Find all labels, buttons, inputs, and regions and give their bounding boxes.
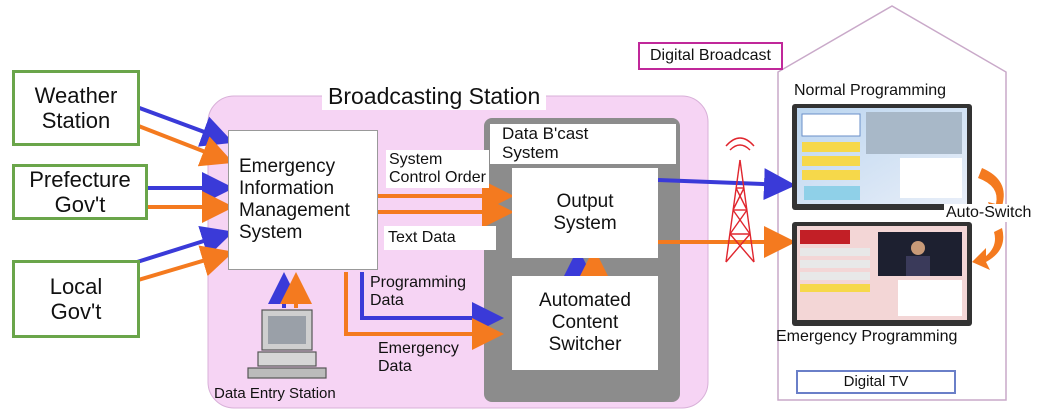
source-arrows xyxy=(117,98,234,288)
broadcast-tower-icon xyxy=(725,137,755,263)
data-bcast-system-label: Data B'cast System xyxy=(502,124,589,163)
emergency-programming-label: Emergency Programming xyxy=(776,328,958,345)
computer-icon xyxy=(247,309,327,379)
programming-data-label: Programming Data xyxy=(370,274,467,309)
data-bcast-label-bg xyxy=(490,124,676,164)
normal-programming-screen xyxy=(792,104,972,210)
automated-content-switcher-box: Automated Content Switcher xyxy=(512,276,658,370)
system-control-order-label: System Control Order xyxy=(386,150,489,188)
data-paths xyxy=(344,272,504,350)
emergency-information-management-system: Emergency Information Management System xyxy=(228,130,378,270)
broadcasting-station-title: Broadcasting Station xyxy=(322,83,547,110)
data-entry-arrows xyxy=(268,272,312,308)
prefecture-govt-box: Prefecture Gov't xyxy=(12,164,148,220)
weather-station-box: Weather Station xyxy=(12,70,140,146)
switcher-output-arrows xyxy=(562,248,610,280)
digital-tv-label: Digital TV xyxy=(796,370,956,394)
emergency-data-label: Emergency Data xyxy=(378,340,459,375)
local-govt-box: Local Gov't xyxy=(12,260,140,338)
emergency-programming-screen xyxy=(792,222,972,326)
eims-output-arrows xyxy=(378,180,514,228)
text-data-label: Text Data xyxy=(384,226,496,250)
output-system-box: Output System xyxy=(512,168,658,258)
digital-broadcast-label: Digital Broadcast xyxy=(638,42,783,70)
auto-switch-label: Auto-Switch xyxy=(944,204,1034,222)
output-tv-arrows xyxy=(657,168,796,258)
data-entry-station-label: Data Entry Station xyxy=(214,385,336,402)
normal-programming-label: Normal Programming xyxy=(794,82,947,99)
